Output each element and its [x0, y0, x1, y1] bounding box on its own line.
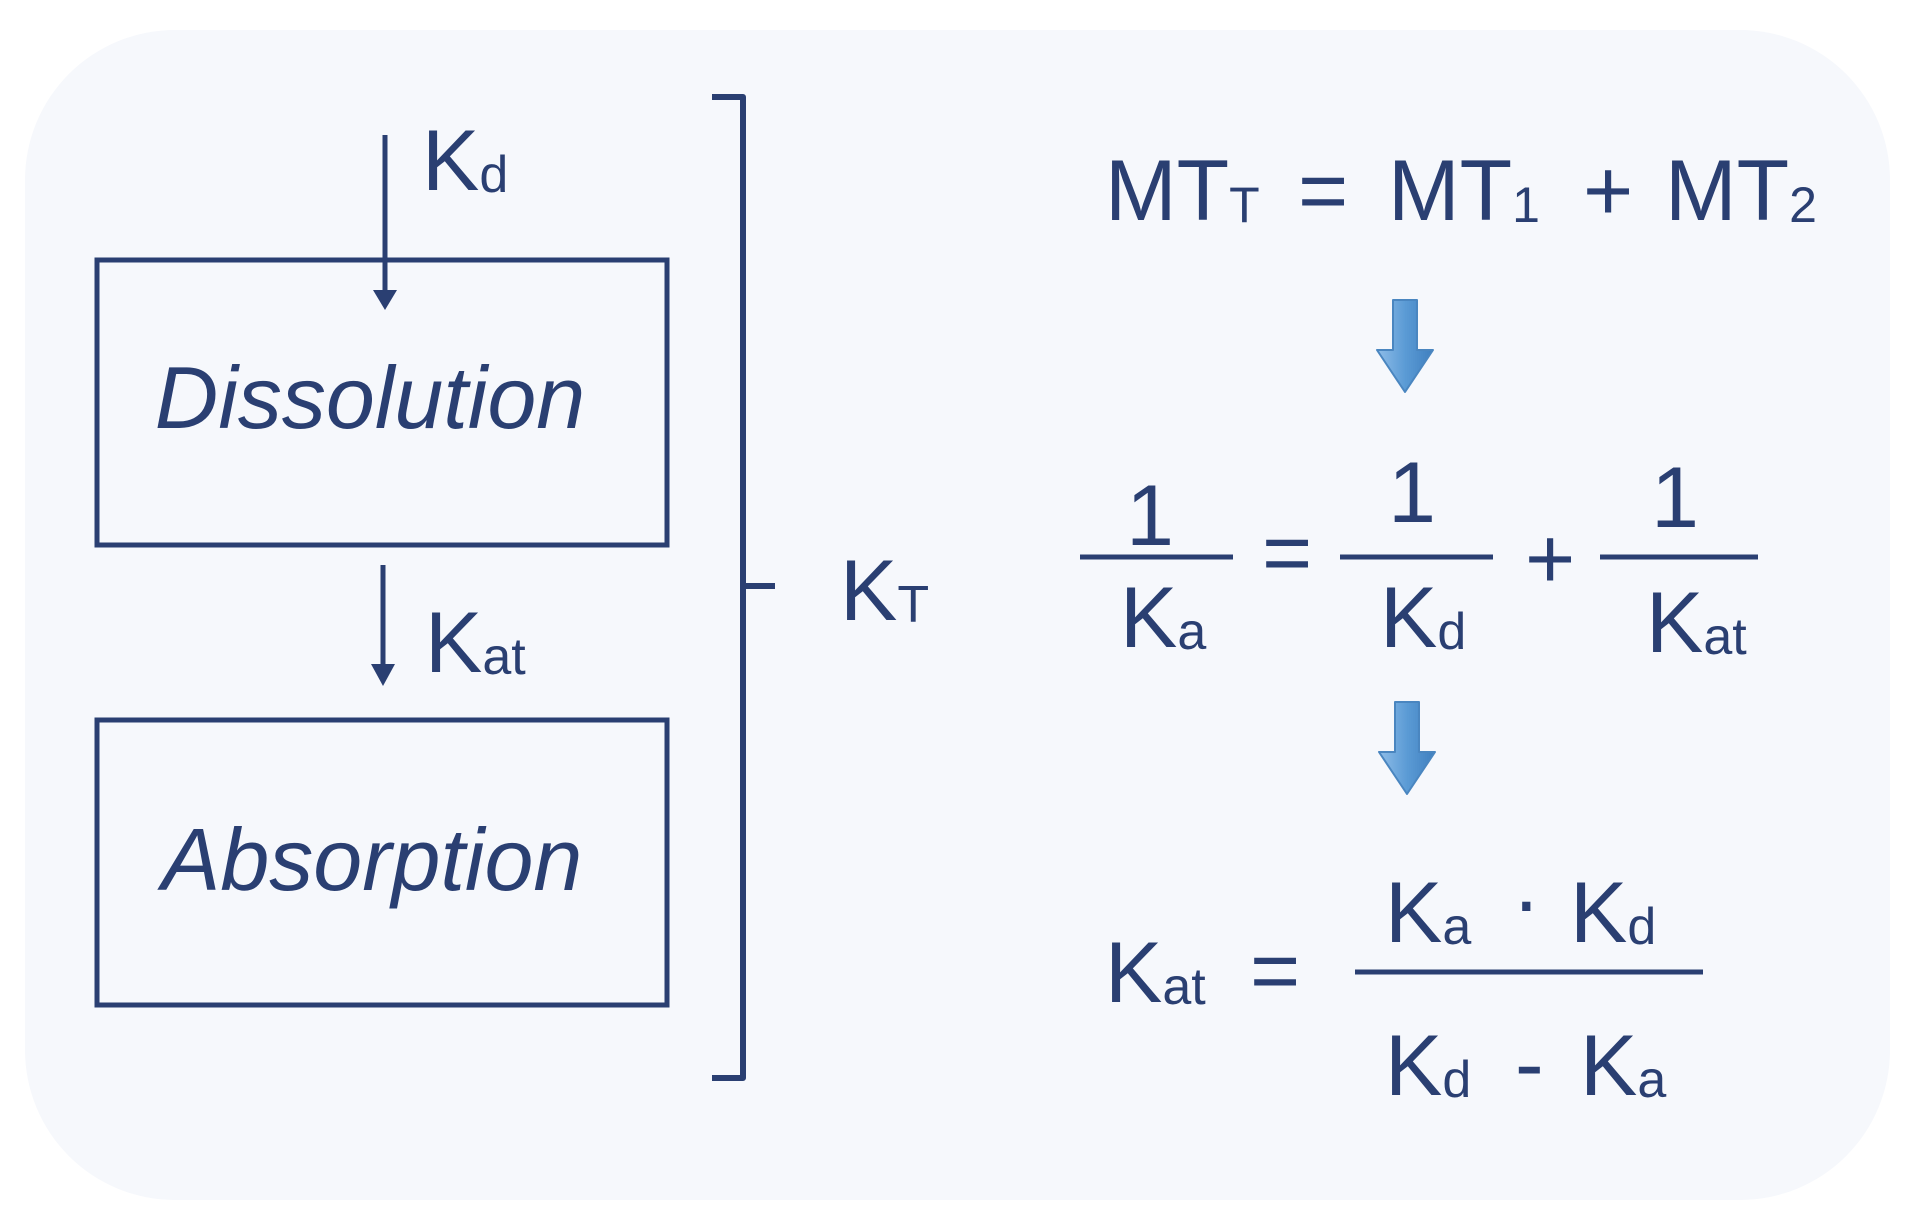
multiply-dot: ·	[1512, 853, 1541, 949]
equals-sign-2: =	[1262, 505, 1312, 601]
right-brace	[712, 94, 775, 1081]
kat-denominator: Kd	[1385, 1018, 1471, 1114]
kat-rate-label: Kat	[425, 595, 526, 691]
mt-total-term: MTT	[1105, 143, 1260, 239]
equation-mean-time: MTT = MT1 + MT2	[1105, 143, 1817, 239]
minus-sign: -	[1515, 1016, 1544, 1112]
equation-reciprocal-rates: 1 Ka = 1 Kd + 1 Kat	[1080, 445, 1758, 671]
frac3-numerator: 1	[1651, 450, 1699, 546]
plus-sign-2: +	[1525, 511, 1575, 607]
arrow-into-absorption	[371, 565, 395, 686]
frac1-numerator: 1	[1126, 468, 1174, 564]
kt-total-rate-label: KT	[840, 543, 929, 639]
kat-numerator-kd: Kd	[1570, 865, 1656, 961]
equals-sign: =	[1298, 143, 1348, 239]
kat-numerator: Ka	[1385, 865, 1471, 961]
equals-sign-3: =	[1250, 923, 1300, 1019]
absorption-box	[94, 717, 670, 1008]
kd-rate-label: Kd	[422, 113, 508, 209]
dissolution-box	[94, 257, 670, 548]
frac2-numerator: 1	[1388, 445, 1436, 541]
block-arrow-down-2-icon	[1378, 701, 1436, 795]
frac2-denominator: Kd	[1380, 570, 1466, 666]
dissolution-label: Dissolution	[155, 348, 585, 447]
plus-sign: +	[1583, 143, 1633, 239]
absorption-label: Absorption	[157, 810, 583, 909]
kat-lhs: Kat	[1105, 925, 1206, 1021]
frac1-denominator: Ka	[1120, 570, 1206, 666]
block-arrow-down-1-icon	[1376, 299, 1434, 393]
mt-1-term: MT1	[1388, 143, 1540, 239]
mt-2-term: MT2	[1665, 143, 1817, 239]
kat-denominator-ka: Ka	[1580, 1018, 1666, 1114]
arrow-into-dissolution	[373, 135, 397, 310]
background-panel	[25, 30, 1890, 1200]
frac3-denominator: Kat	[1646, 575, 1747, 671]
equation-kat-solution: Kat = Ka · Kd Kd - Ka	[1105, 853, 1703, 1114]
